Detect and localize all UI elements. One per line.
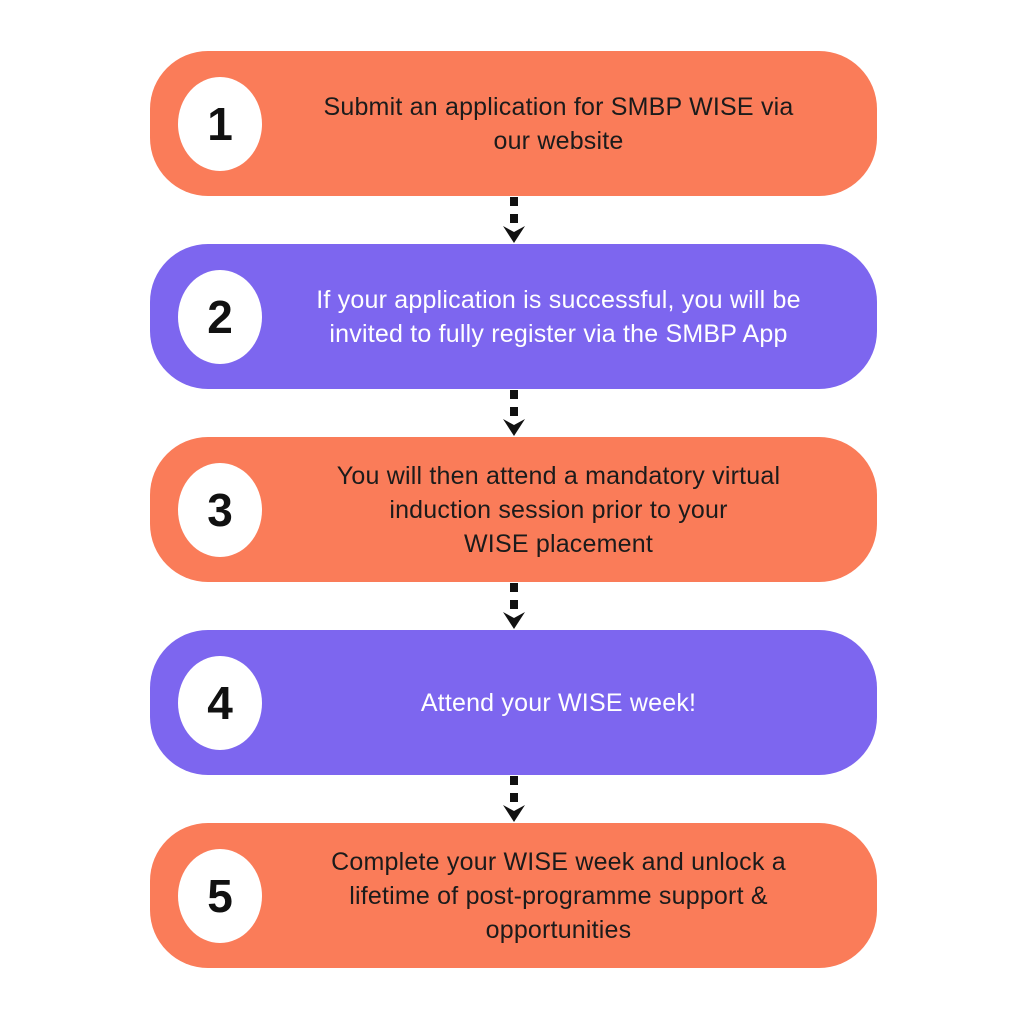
step-5-card: 5 Complete your WISE week and unlock a l… [150, 823, 877, 968]
step-5-text: Complete your WISE week and unlock a lif… [331, 847, 786, 944]
down-arrow-icon [150, 389, 877, 437]
down-arrow-icon [150, 582, 877, 630]
down-arrow-icon [150, 196, 877, 244]
step-1-card: 1 Submit an application for SMBP WISE vi… [150, 51, 877, 196]
step-3-card: 3 You will then attend a mandatory virtu… [150, 437, 877, 582]
step-3-text: You will then attend a mandatory virtual… [336, 461, 781, 558]
step-4-number-badge: 4 [178, 655, 262, 750]
step-5-number-badge: 5 [178, 848, 262, 943]
down-arrow-icon [150, 775, 877, 823]
step-2-text: If your application is successful, you w… [316, 285, 801, 348]
step-4-card: 4 Attend your WISE week! [150, 630, 877, 775]
step-2-card: 2 If your application is successful, you… [150, 244, 877, 389]
step-1-number-badge: 1 [178, 76, 262, 171]
step-4-text: Attend your WISE week! [420, 688, 697, 717]
step-3-number-badge: 3 [178, 462, 262, 557]
step-1-text: Submit an application for SMBP WISE via … [323, 92, 794, 155]
step-2-number-badge: 2 [178, 269, 262, 364]
